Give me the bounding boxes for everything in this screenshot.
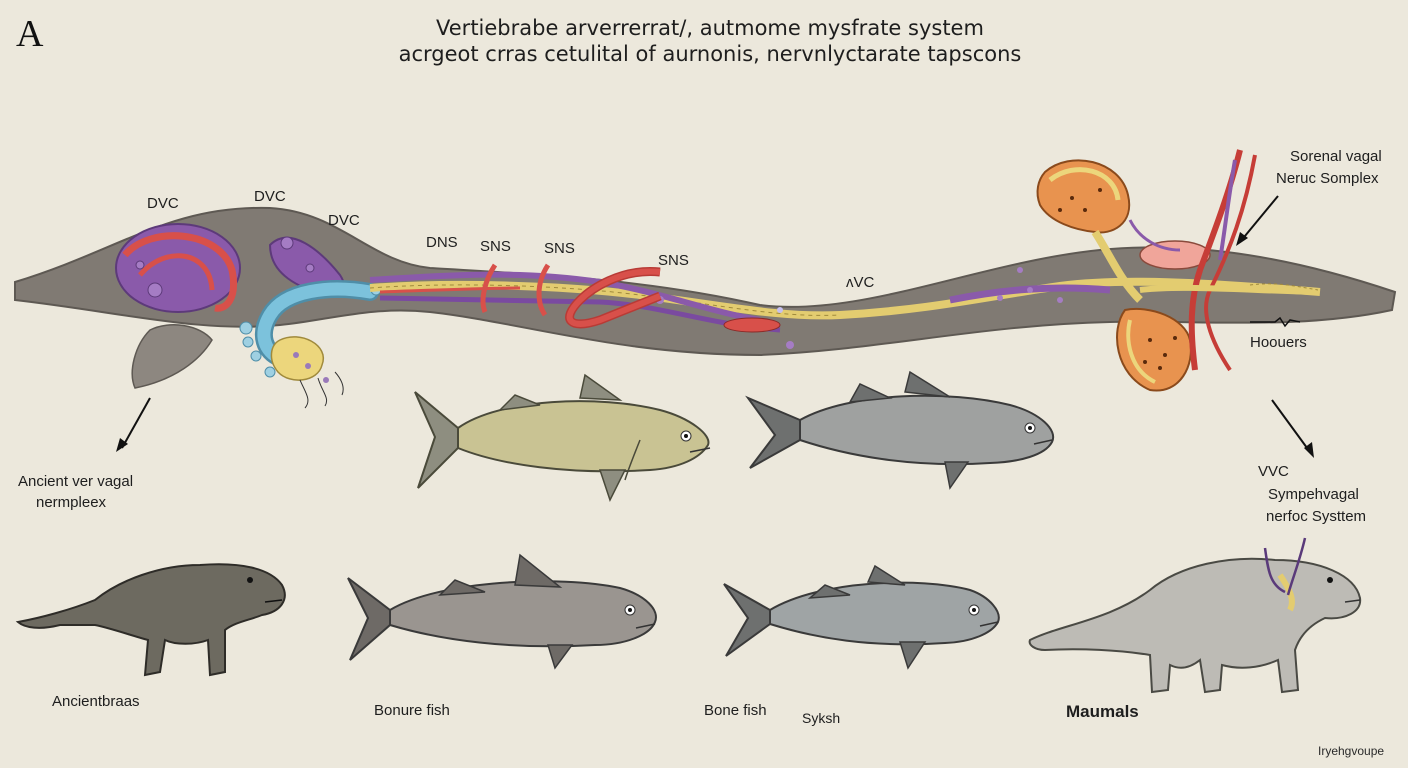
yellow-ganglion	[270, 336, 344, 409]
right-organ-complex	[1036, 149, 1319, 392]
nerve-body	[14, 206, 1397, 389]
label-ancient-vagal-2: nermpleex	[36, 494, 107, 511]
label-vvc-right-3: nerfoc Systtem	[1266, 508, 1367, 525]
animal-mammal	[1028, 537, 1362, 694]
label-sns-1: SNS	[480, 238, 511, 255]
label-bondre-fish: Bonure fish	[374, 702, 450, 719]
label-vvc-right-1: VVC	[1258, 463, 1289, 480]
label-hoouers: Hoouers	[1250, 334, 1307, 351]
label-syksh: Syksh	[802, 710, 841, 726]
nerve-cords	[369, 267, 1321, 349]
label-ancientbraas: Ancientbraas	[52, 693, 140, 710]
label-sorenal-2: Neruc Somplex	[1276, 170, 1379, 187]
label-sns-3: SNS	[658, 252, 689, 269]
fish-top-yellow	[414, 373, 711, 502]
label-dvc-2: DVC	[254, 188, 286, 205]
animal-ancient-reptile	[15, 563, 286, 677]
label-vvc-right-2: Sympehvagal	[1268, 486, 1359, 503]
signature: Iryehgvoupe	[1318, 744, 1385, 758]
label-ancient-vagal-1: Ancient ver vagal	[18, 473, 134, 490]
sns-rings	[480, 263, 662, 329]
label-sns-2: SNS	[544, 240, 575, 257]
panel-letter: A	[16, 13, 44, 55]
fish-top-gray	[745, 370, 1055, 490]
label-dvc-3: DVC	[328, 212, 360, 229]
label-bone-fish: Bone fish	[704, 702, 767, 719]
fish-bottom-left	[347, 553, 657, 670]
label-dns: DNS	[426, 234, 458, 251]
fin-flap	[131, 324, 213, 389]
label-dvc-1: DVC	[147, 195, 179, 212]
title-line-1: Vertiebrabe arverrerrat/, autmome mysfra…	[436, 16, 984, 40]
title-line-2: acrgeot crras cetulital of aurnonis, ner…	[398, 42, 1022, 66]
fish-bottom-right	[723, 564, 1000, 670]
label-vvc-mid: ʌVC	[846, 274, 875, 291]
label-sorenal-1: Sorenal vagal	[1290, 148, 1382, 165]
arrows	[116, 195, 1314, 458]
label-maumals: Maumals	[1066, 702, 1139, 721]
